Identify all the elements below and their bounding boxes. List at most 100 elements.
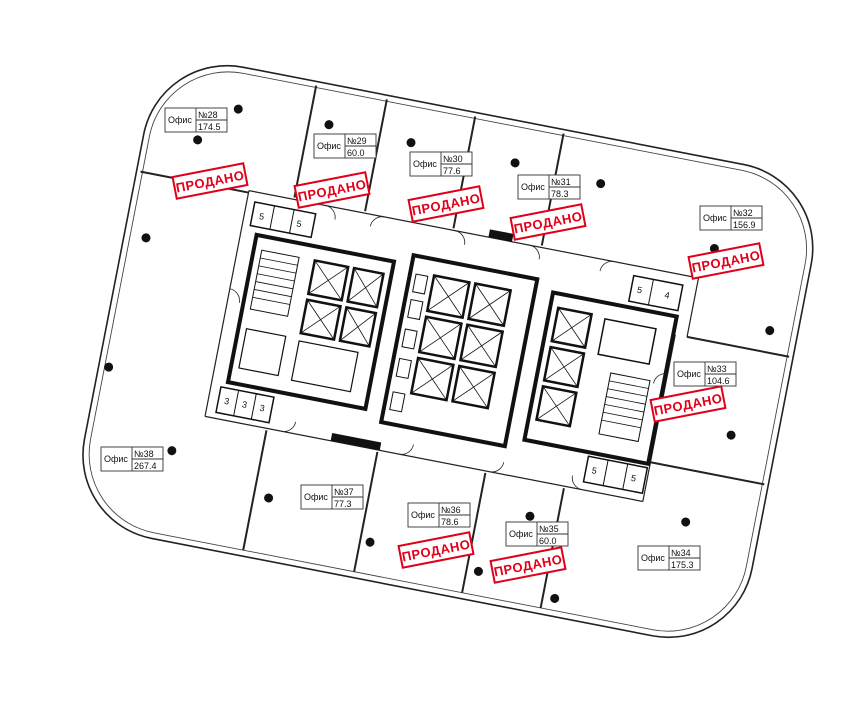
office-label-33[interactable]: Офис №33 104.6 <box>673 361 737 387</box>
columns <box>104 104 775 603</box>
wc-block-top-right <box>627 274 684 312</box>
office-type: Офис <box>304 492 328 502</box>
sold-stamp-frame <box>171 162 249 200</box>
office-area: 104.6 <box>707 376 730 386</box>
building: 5 5 5 4 5 5 3 3 3 <box>82 64 814 639</box>
column <box>141 233 151 243</box>
column <box>233 104 243 114</box>
column <box>193 135 203 145</box>
office-area: 267.4 <box>134 461 157 471</box>
sold-stamp-frame <box>489 546 567 584</box>
office-label-37[interactable]: Офис №37 77.3 <box>300 484 364 510</box>
sold-stamp-30: ПРОДАНО <box>407 185 485 223</box>
column <box>365 537 375 547</box>
office-number: №37 <box>334 487 354 497</box>
office-number: №32 <box>733 208 753 218</box>
sold-stamp-32: ПРОДАНО <box>687 242 765 280</box>
office-type: Офис <box>411 510 435 520</box>
office-type: Офис <box>509 529 533 539</box>
office-area: 156.9 <box>733 220 756 230</box>
core-middle-block <box>378 252 540 449</box>
office-label-29[interactable]: Офис №29 60.0 <box>313 133 377 159</box>
office-label-28[interactable]: Офис №28 174.5 <box>164 107 228 133</box>
column <box>473 566 483 576</box>
sold-stamp-frame <box>293 171 371 209</box>
office-type: Офис <box>677 369 701 379</box>
office-area: 175.3 <box>671 560 694 570</box>
sold-stamp-frame <box>649 385 727 423</box>
sold-stamp-frame <box>687 242 765 280</box>
building-core <box>215 201 684 495</box>
core-right-block <box>522 290 680 467</box>
office-area: 78.3 <box>551 189 569 199</box>
office-label-32[interactable]: Офис №32 156.9 <box>699 205 763 231</box>
column <box>510 158 520 168</box>
wc-number: 5 <box>258 211 265 222</box>
column <box>406 138 416 148</box>
wc-block-bottom-right <box>582 455 649 495</box>
wc-block-bottom-left <box>215 385 275 424</box>
building-outline-inner <box>88 71 808 632</box>
core-left-block <box>225 232 397 412</box>
office-type: Офис <box>703 213 727 223</box>
column <box>726 430 736 440</box>
stair-left <box>249 249 300 317</box>
elevator-3 <box>346 266 385 309</box>
elevator-1 <box>306 258 350 302</box>
office-label-34[interactable]: Офис №34 175.3 <box>637 545 701 571</box>
sold-stamp-29: ПРОДАНО <box>293 171 371 209</box>
office-area: 174.5 <box>198 122 221 132</box>
office-type: Офис <box>413 159 437 169</box>
office-area: 60.0 <box>347 148 365 158</box>
office-area: 77.3 <box>334 499 352 509</box>
column <box>765 326 775 336</box>
stair-right <box>598 372 651 443</box>
office-label-36[interactable]: Офис №36 78.6 <box>407 502 471 528</box>
building-outline <box>82 64 814 639</box>
elevator-6 <box>542 345 586 389</box>
office-type: Офис <box>168 115 192 125</box>
wc-numbers: 5 5 5 4 5 5 3 3 3 <box>223 211 671 484</box>
column <box>681 517 691 527</box>
office-label-30[interactable]: Офис №30 77.6 <box>409 151 473 177</box>
office-number: №36 <box>441 505 461 515</box>
wc-block-top-left <box>249 201 317 239</box>
column <box>264 493 274 503</box>
wc-number: 5 <box>296 218 303 229</box>
wc-number: 3 <box>259 403 266 414</box>
office-area: 77.6 <box>443 166 461 176</box>
column <box>104 362 114 372</box>
doors <box>229 205 668 491</box>
office-number: №29 <box>347 136 367 146</box>
wc-number: 3 <box>223 396 230 407</box>
sold-stamp-28: ПРОДАНО <box>171 162 249 200</box>
office-number: №34 <box>671 548 691 558</box>
column <box>596 179 606 189</box>
column <box>167 446 177 456</box>
office-area: 78.6 <box>441 517 459 527</box>
column <box>324 120 334 130</box>
sold-stamp-36: ПРОДАНО <box>397 531 475 569</box>
elevator-7 <box>535 384 578 428</box>
sold-stamp-35: ПРОДАНО <box>489 546 567 584</box>
elevator-2 <box>299 298 342 342</box>
office-number: №38 <box>134 449 154 459</box>
office-type: Офис <box>641 553 665 563</box>
office-number: №33 <box>707 364 727 374</box>
office-number: №28 <box>198 110 218 120</box>
column <box>550 593 560 603</box>
wc-number: 5 <box>630 473 637 484</box>
office-number: №35 <box>539 524 559 534</box>
wc-number: 5 <box>636 285 643 296</box>
wc-number: 5 <box>591 465 598 476</box>
elevator-5 <box>550 306 594 350</box>
wc-number: 4 <box>664 290 671 301</box>
office-number: №30 <box>443 154 463 164</box>
wc-number: 3 <box>241 399 248 410</box>
office-type: Офис <box>317 141 341 151</box>
